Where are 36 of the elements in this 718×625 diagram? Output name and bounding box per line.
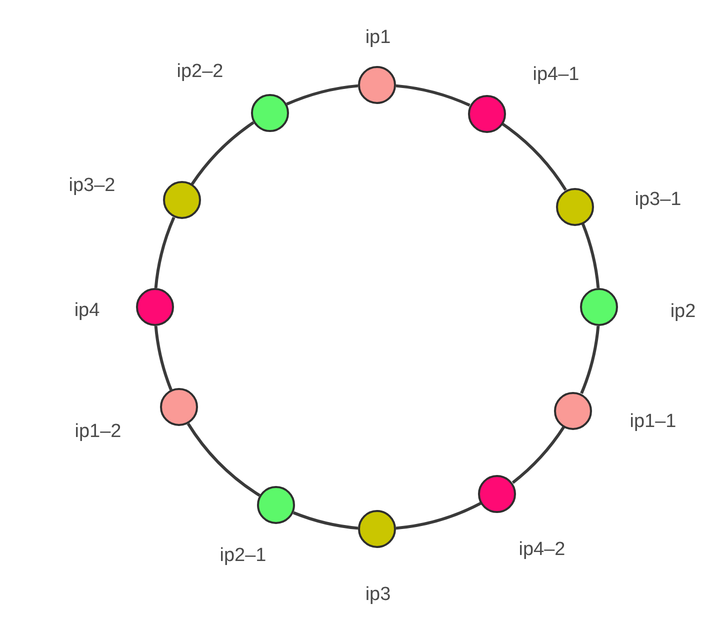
node-label: ip4–2: [518, 539, 566, 561]
node-label: ip3–1: [634, 189, 682, 211]
node-label: ip1: [365, 27, 391, 49]
node-dot: [136, 288, 174, 326]
ring-arc: [154, 216, 176, 288]
ring-arc: [190, 121, 254, 186]
ring-arc: [512, 426, 566, 484]
ring-arc: [581, 223, 600, 288]
node-label: ip1–1: [630, 411, 676, 433]
node-label: ip2–1: [220, 545, 266, 567]
ring-arc: [580, 326, 600, 394]
node-dot: [250, 94, 289, 132]
node-dot: [468, 94, 506, 133]
node-dot: [257, 486, 296, 524]
ring-arc: [186, 422, 261, 497]
node-label: ip4: [74, 300, 100, 322]
ring-arc: [396, 502, 482, 530]
node-dot: [358, 510, 396, 548]
node-label: ip1–2: [74, 421, 122, 443]
ring-arc: [154, 326, 172, 390]
node-label: ip4–1: [532, 64, 580, 86]
node-dot: [160, 388, 198, 426]
node-dot: [478, 474, 516, 513]
ring-arc: [286, 84, 358, 106]
node-dot: [163, 181, 202, 220]
node-label: ip3–2: [68, 175, 116, 197]
ring-arc: [396, 84, 470, 107]
ring-arc: [292, 511, 358, 530]
node-label: ip3: [365, 584, 391, 606]
node-dot: [554, 392, 592, 430]
node-dot: [580, 288, 618, 326]
ring-arc: [502, 122, 567, 191]
node-label: ip2: [670, 301, 696, 323]
node-label: ip2–2: [176, 61, 224, 83]
node-dot: [556, 188, 594, 226]
node-dot: [358, 66, 396, 104]
